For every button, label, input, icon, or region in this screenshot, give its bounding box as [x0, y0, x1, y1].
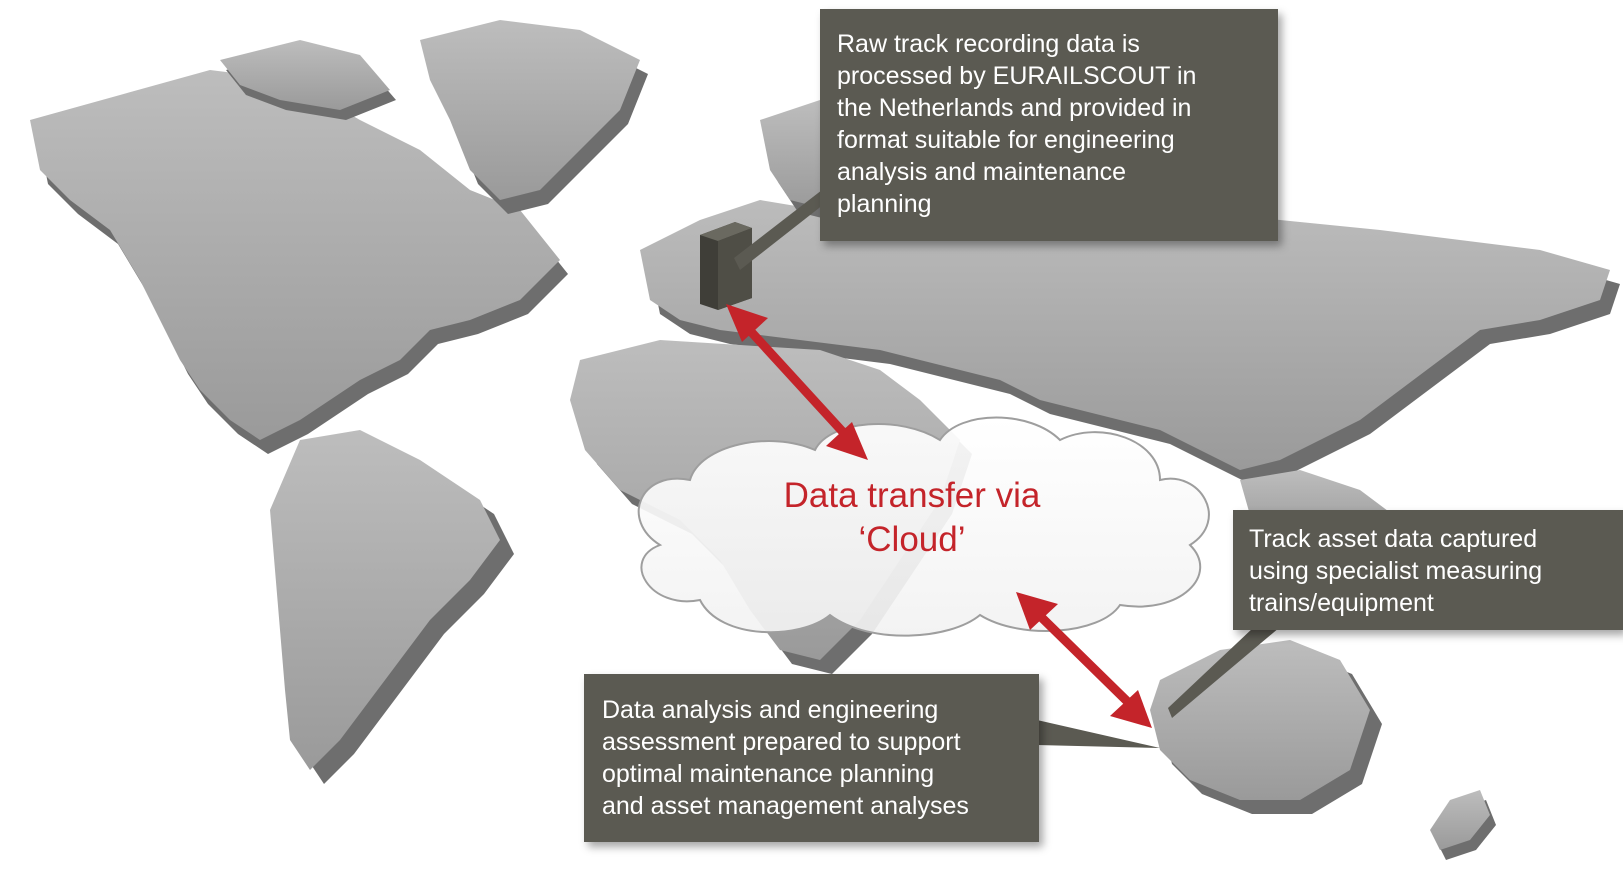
- callout-processing-pointer: [734, 190, 842, 270]
- continent-greenland: [420, 20, 648, 214]
- continent-eurasia: [640, 190, 1620, 484]
- continent-arctic-islands: [220, 40, 396, 120]
- cloud-shape: [637, 416, 1210, 637]
- continent-australia: [1150, 640, 1382, 814]
- callout-capture-box: [1233, 510, 1623, 630]
- arrow-cloud-australia: [1016, 592, 1152, 728]
- callout-capture-text: Track asset data captured using speciali…: [1249, 525, 1543, 617]
- callout-analysis-box: [584, 674, 1039, 842]
- cloud-label: Data transfer via ‘Cloud’: [783, 476, 1041, 559]
- arrow-europe-cloud: [726, 304, 868, 460]
- netherlands-marker: [700, 222, 752, 310]
- callout-processing-text: Raw track recording data is processed by…: [837, 30, 1197, 218]
- continent-north-america: [30, 70, 568, 454]
- continent-new-zealand: [1430, 790, 1496, 860]
- continent-south-america: [270, 430, 514, 784]
- callout-analysis-text: Data analysis and engineering assessment…: [602, 696, 969, 820]
- callout-processing-box: [820, 9, 1278, 241]
- callout-analysis-pointer: [1037, 720, 1160, 748]
